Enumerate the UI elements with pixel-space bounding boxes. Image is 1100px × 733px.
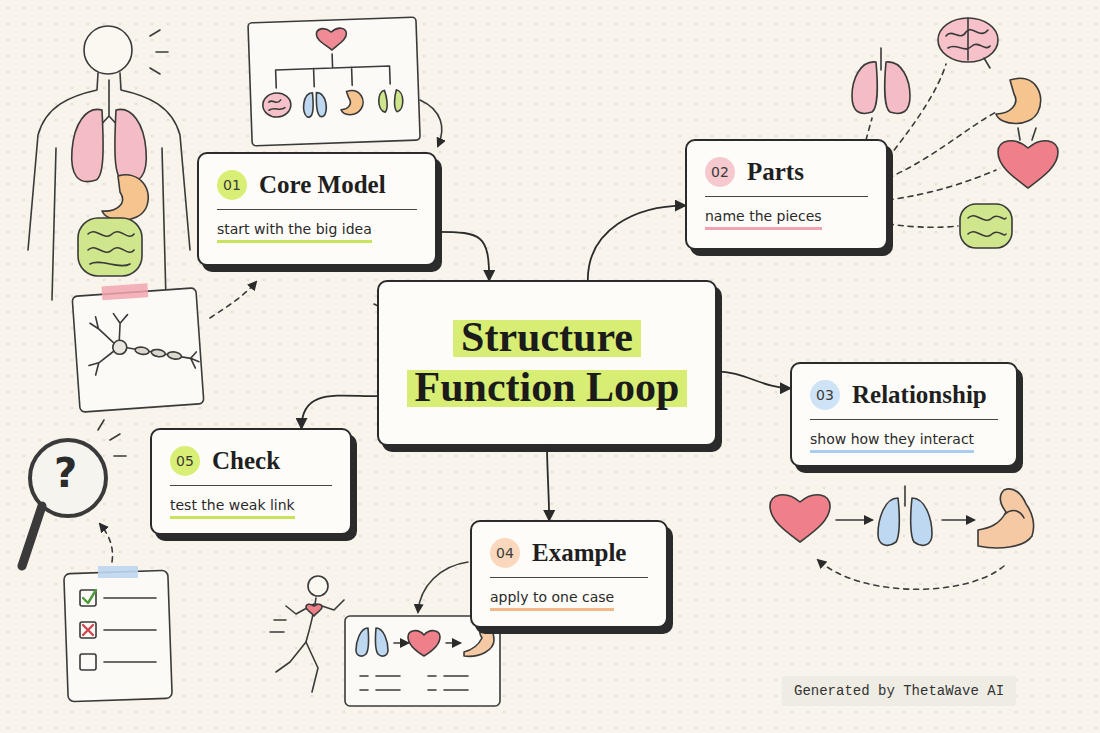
connector-arrow xyxy=(588,206,685,280)
card-header: 02 Parts xyxy=(705,157,868,187)
divider-line xyxy=(217,209,417,210)
watermark: Generated by ThetaWave AI xyxy=(782,676,1016,706)
step-description: show how they interact xyxy=(810,431,974,453)
step-card: 03 Relationship show how they interact xyxy=(790,362,1018,467)
runner-illustration xyxy=(270,576,500,706)
step-card: 05 Check test the weak link xyxy=(150,428,352,535)
card-header: 01 Core Model xyxy=(217,170,417,200)
step-description: test the weak link xyxy=(170,497,295,519)
step-description: apply to one case xyxy=(490,589,614,611)
connector-arrow xyxy=(437,232,489,280)
step-card: 02 Parts name the pieces xyxy=(685,139,888,250)
step-number: 02 xyxy=(705,157,735,187)
step-number: 01 xyxy=(217,170,247,200)
step-heading: Parts xyxy=(747,158,804,186)
step-description: name the pieces xyxy=(705,208,822,230)
flow-illustration xyxy=(770,486,1034,589)
step-heading: Example xyxy=(532,539,626,567)
central-concept-box: Structure Function Loop xyxy=(377,280,717,446)
step-number: 05 xyxy=(170,446,200,476)
step-heading: Check xyxy=(212,447,280,475)
connector-arrow xyxy=(717,371,790,388)
divider-line xyxy=(810,419,998,420)
card-header: 05 Check xyxy=(170,446,332,476)
connector-arrow xyxy=(302,396,378,428)
step-heading: Core Model xyxy=(259,171,386,199)
step-number: 04 xyxy=(490,538,520,568)
center-title: Structure Function Loop xyxy=(397,313,697,412)
hierarchy-card xyxy=(248,17,420,146)
neuron-card xyxy=(72,280,204,412)
card-header: 03 Relationship xyxy=(810,380,998,410)
center-title-text: Structure Function Loop xyxy=(407,314,688,410)
step-card: 04 Example apply to one case xyxy=(470,520,668,628)
body-illustration xyxy=(28,26,190,300)
divider-line xyxy=(705,196,868,197)
step-heading: Relationship xyxy=(852,381,987,409)
card-header: 04 Example xyxy=(490,538,648,568)
connector-arrow xyxy=(547,446,549,520)
step-description: start with the big idea xyxy=(217,221,372,243)
divider-line xyxy=(170,485,332,486)
question-mark: ? xyxy=(54,450,77,496)
step-card: 01 Core Model start with the big idea xyxy=(197,152,437,266)
divider-line xyxy=(490,577,648,578)
step-number: 03 xyxy=(810,380,840,410)
